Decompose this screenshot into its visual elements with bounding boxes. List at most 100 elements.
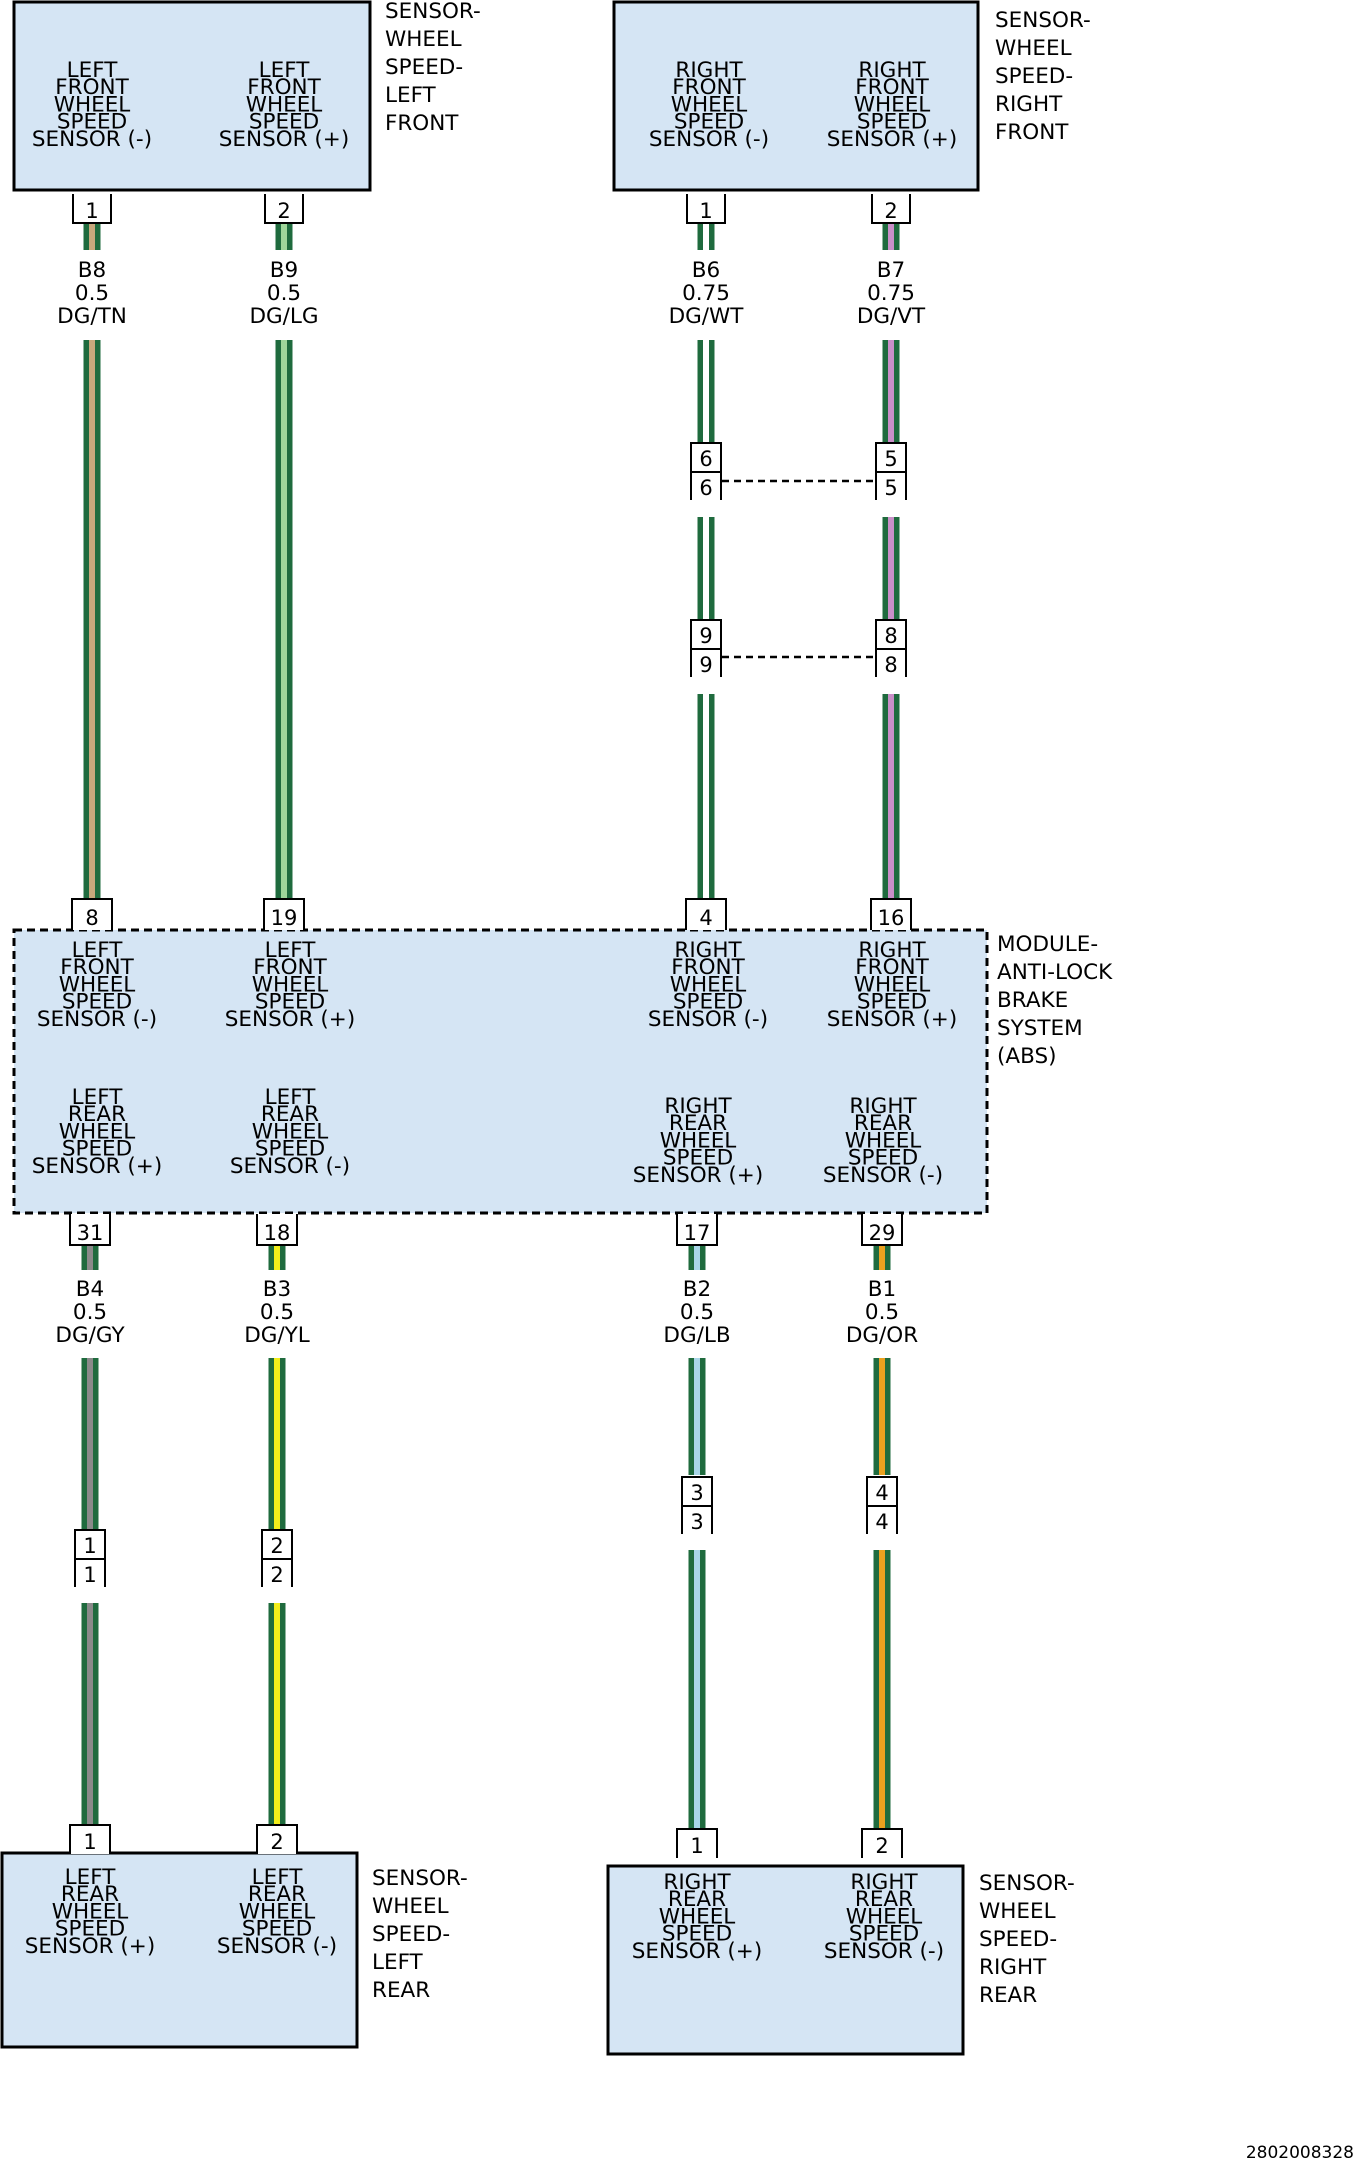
abs-pin-desc: SPEED <box>62 990 132 1015</box>
wire-stripe <box>879 1246 885 1270</box>
lr-sensor-name: REAR <box>372 1978 430 2003</box>
pin-tab-fill <box>691 649 721 677</box>
abs-pin-desc: FRONT <box>671 955 745 980</box>
rf-sensor-pin-desc: SPEED <box>857 110 927 135</box>
pin-number: 3 <box>690 1510 703 1534</box>
wire-stripe <box>694 1358 700 1475</box>
pin-number: 6 <box>699 447 712 471</box>
lf-sensor-box <box>12 0 372 192</box>
lr-sensor-pin-desc: WHEEL <box>239 1899 316 1924</box>
label-b1-circuit: B1 <box>868 1277 896 1302</box>
pin-number: 3 <box>690 1481 703 1505</box>
wire-b7-top <box>882 223 900 250</box>
pin-tab-fill <box>876 620 906 648</box>
rf-sensor-name: WHEEL <box>995 36 1072 61</box>
pin-tab-outline <box>74 1558 106 1587</box>
label-b7-circuit: B7 <box>877 258 905 283</box>
wire-stripe <box>879 1358 885 1475</box>
rr-sensor-pin-2: 2 <box>861 1828 903 1858</box>
label-b6-color: DG/WT <box>669 304 745 329</box>
abs-pin-desc: WHEEL <box>59 1119 136 1144</box>
lr-sensor-box <box>0 1851 359 2049</box>
pin-tab-outline <box>686 194 726 224</box>
wire-stripe <box>87 1603 93 1828</box>
wire-stripe <box>281 223 287 250</box>
wire-b2-top <box>688 1246 706 1270</box>
rf-sensor-box <box>612 0 980 192</box>
rf-sensor-name: SENSOR- <box>995 8 1091 33</box>
wire-stripe <box>274 1358 280 1530</box>
wire-b7-c <box>882 694 900 900</box>
abs-pin-desc: SENSOR (+) <box>225 1007 355 1032</box>
pin-number: 8 <box>85 906 98 930</box>
abs-pin-desc: WHEEL <box>252 972 329 997</box>
label-b8-circuit: B8 <box>78 258 106 283</box>
label-b6-size: 0.75 <box>682 281 730 306</box>
pin-tab-outline <box>690 648 722 677</box>
pin-number: 5 <box>884 447 897 471</box>
inline-rf-bottom-b6-lower: 9 <box>690 648 722 677</box>
abs-pin-29: 29 <box>861 1214 903 1246</box>
label-b6-circuit: B6 <box>692 258 720 283</box>
label-b3-size: 0.5 <box>260 1300 294 1325</box>
abs-pin-desc: SPEED <box>663 1146 733 1171</box>
wire-b1-a <box>873 1358 891 1475</box>
rr-sensor-pin-desc: SPEED <box>662 1922 732 1947</box>
pin-number: 9 <box>699 653 712 677</box>
inline-rf-top-b6-lower: 6 <box>690 471 722 500</box>
lr-sensor-name: SENSOR- <box>372 1866 468 1891</box>
pin-number: 29 <box>869 1221 896 1245</box>
pin-tab-fill <box>677 1214 717 1245</box>
pin-tab-fill <box>257 1825 297 1854</box>
pin-tab-outline <box>866 1505 898 1534</box>
inline-lr-b3-lower: 2 <box>261 1558 293 1587</box>
label-b2-color: DG/LB <box>663 1323 730 1348</box>
pin-number: 9 <box>699 624 712 648</box>
wire-stripe <box>703 694 709 900</box>
pin-number: 2 <box>884 199 897 223</box>
abs-pin-desc: RIGHT <box>664 1094 732 1119</box>
rr-sensor-pin-desc: SPEED <box>849 1922 919 1947</box>
label-b1-color: DG/OR <box>846 1323 918 1348</box>
lr-sensor-name: LEFT <box>372 1950 424 1975</box>
label-b9-circuit: B9 <box>270 258 298 283</box>
pin-number: 1 <box>83 1563 96 1587</box>
inline-rf-top-b7-upper: 5 <box>875 442 907 471</box>
wire-b1-b <box>873 1550 891 1832</box>
pin-tab-fill <box>75 1530 105 1558</box>
wire-b3-b <box>268 1603 286 1828</box>
lf-sensor-pin-2: 2 <box>264 194 304 224</box>
pin-tab-outline <box>866 1476 898 1505</box>
rf-sensor-pin-desc: WHEEL <box>854 92 931 117</box>
pin-tab-outline <box>69 1824 111 1854</box>
pin-tab-fill <box>691 620 721 648</box>
pin-number: 2 <box>270 1534 283 1558</box>
lf-sensor-pin-1: 1 <box>72 194 112 224</box>
pin-tab-fill <box>691 472 721 500</box>
pin-tab-outline <box>690 471 722 500</box>
pin-number: 1 <box>690 1834 703 1858</box>
inline-rr-b2-upper: 3 <box>681 1476 713 1505</box>
wire-b2-b <box>688 1550 706 1832</box>
abs-pin-desc: SENSOR (-) <box>823 1163 943 1188</box>
rf-sensor-pin-desc: SPEED <box>674 110 744 135</box>
abs-pin-desc: RIGHT <box>858 938 926 963</box>
abs-pin-desc: REAR <box>854 1111 912 1136</box>
lf-sensor-pin-desc: SPEED <box>249 110 319 135</box>
rf-sensor-pin-2: 2 <box>871 194 911 224</box>
inline-rf-bottom-b7-upper: 8 <box>875 619 907 648</box>
wire-stripe <box>274 1603 280 1828</box>
wire-stripe <box>274 1246 280 1270</box>
abs-pin-8: 8 <box>71 898 113 930</box>
abs-pin-desc: SENSOR (-) <box>37 1007 157 1032</box>
label-b4-circuit: B4 <box>76 1277 104 1302</box>
label-b3-circuit: B3 <box>263 1277 291 1302</box>
pin-tab-fill <box>876 649 906 677</box>
rf-sensor-name: SPEED- <box>995 64 1073 89</box>
lf-sensor-pin-desc: SENSOR (+) <box>219 127 349 152</box>
label-b8-size: 0.5 <box>75 281 109 306</box>
abs-pin-desc: REAR <box>68 1102 126 1127</box>
pin-tab-outline <box>875 619 907 648</box>
pin-tab-outline <box>875 648 907 677</box>
